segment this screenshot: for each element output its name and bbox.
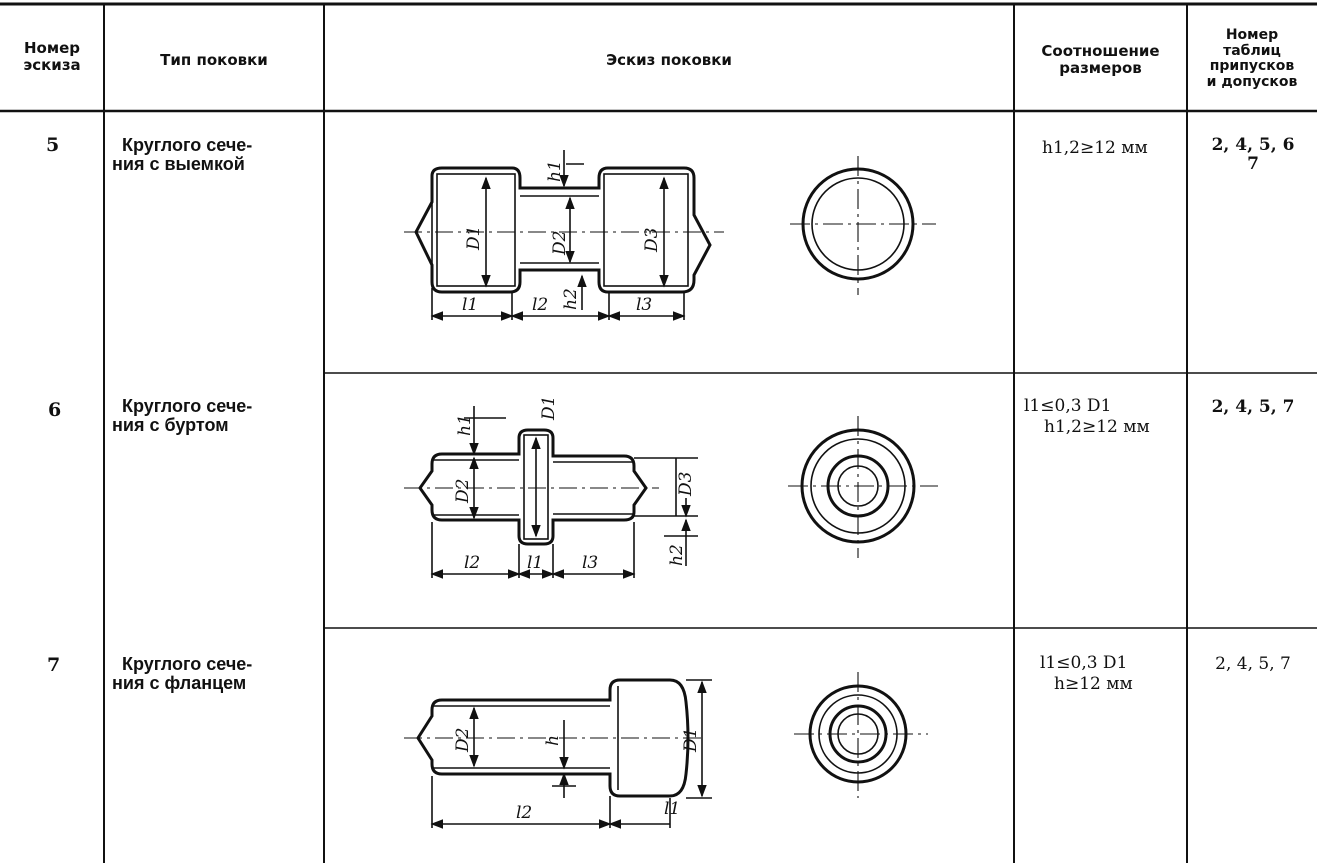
header-line: эскиза bbox=[23, 55, 81, 74]
header-line: Соотношение bbox=[1041, 42, 1160, 60]
header-line: Номер bbox=[23, 39, 81, 57]
size-ratio: l1≤0,3 D1 h≥12 мм bbox=[1040, 653, 1133, 696]
header-tables: Номер таблиц припусков и допусков bbox=[1187, 27, 1317, 91]
header-sketch: Эскиз поковки bbox=[606, 51, 732, 69]
sketch-forging-recess: D1 D2 D3 h1 h2 l1 l2 l3 bbox=[404, 150, 936, 321]
dim-label-l1: l1 bbox=[527, 553, 543, 573]
size-ratio: l1≤0,3 D1 h1,2≥12 мм bbox=[1024, 396, 1150, 439]
row-number: 6 bbox=[48, 399, 62, 421]
dim-label-l2: l2 bbox=[464, 553, 480, 573]
forging-outline bbox=[418, 428, 648, 546]
header-forging-type: Тип поковки bbox=[160, 51, 268, 69]
ratio-line: h≥12 мм bbox=[1054, 674, 1133, 695]
ratio-line: h1,2≥12 мм bbox=[1044, 417, 1150, 438]
header-line: таблиц bbox=[1223, 42, 1281, 59]
dim-label-d1: D1 bbox=[539, 396, 559, 421]
dim-label-l1: l1 bbox=[462, 295, 478, 315]
header-line: Номер bbox=[1225, 27, 1279, 43]
header-line: и допусков bbox=[1206, 74, 1298, 91]
tables-list: 2, 4, 5, 7 bbox=[1189, 655, 1317, 674]
tables-line: 2, 4, 5, 7 bbox=[1215, 654, 1291, 674]
dim-label-h2: h2 bbox=[561, 288, 581, 310]
header-line: припусков bbox=[1209, 58, 1295, 75]
row-number: 5 bbox=[46, 134, 60, 156]
forging-type: Круглого сече- ния с выемкой bbox=[112, 135, 253, 175]
sketch-forging-collar: h1 D1 D2 D3 h2 l2 l1 l3 bbox=[404, 396, 938, 579]
type-line: ния с буртом bbox=[112, 415, 229, 436]
dim-label-l3: l3 bbox=[582, 553, 598, 573]
dim-label-d2: D2 bbox=[550, 231, 570, 256]
forging-outline bbox=[414, 166, 712, 294]
dim-label-d2: D2 bbox=[453, 728, 473, 753]
forging-outline bbox=[416, 678, 690, 798]
ratio-line: h1,2≥12 мм bbox=[1042, 138, 1148, 158]
dim-label-d2: D2 bbox=[453, 479, 473, 504]
row-number: 7 bbox=[47, 654, 61, 676]
tables-line: 2, 4, 5, 6 bbox=[1211, 135, 1295, 155]
dim-label-l2: l2 bbox=[516, 803, 532, 823]
type-line: ния с выемкой bbox=[112, 154, 245, 175]
dim-label-h1: h1 bbox=[545, 160, 565, 182]
type-line: ния с фланцем bbox=[112, 673, 247, 694]
dim-label-l1: l1 bbox=[664, 799, 680, 819]
header-line: размеров bbox=[1059, 58, 1142, 77]
type-line: Круглого сече- bbox=[122, 396, 253, 416]
dim-label-d3: D3 bbox=[676, 472, 696, 497]
dim-label-l2: l2 bbox=[532, 295, 548, 315]
forging-type: Круглого сече- ния с фланцем bbox=[112, 654, 253, 694]
forging-type: Круглого сече- ния с буртом bbox=[112, 396, 253, 436]
ratio-line: l1≤0,3 D1 bbox=[1024, 396, 1112, 416]
dim-label-d1: D1 bbox=[464, 226, 484, 251]
type-line: Круглого сече- bbox=[122, 135, 253, 155]
type-line: Круглого сече- bbox=[122, 654, 253, 674]
header-ratio: Соотношение размеров bbox=[1014, 43, 1187, 77]
ratio-line: l1≤0,3 D1 bbox=[1040, 653, 1128, 673]
tables-line: 2, 4, 5, 7 bbox=[1211, 397, 1295, 417]
dim-label-h2: h2 bbox=[667, 544, 687, 566]
dim-label-h1: h1 bbox=[455, 414, 475, 436]
tables-list: 2, 4, 5, 7 bbox=[1189, 398, 1317, 417]
tables-list: 2, 4, 5, 6 7 bbox=[1189, 136, 1317, 173]
tables-line: 7 bbox=[1247, 153, 1259, 174]
header-sketch-number: Номер эскиза bbox=[2, 40, 102, 74]
dim-label-h: h bbox=[543, 735, 563, 746]
size-ratio: h1,2≥12 мм bbox=[1042, 138, 1148, 159]
dim-label-d1: D1 bbox=[681, 728, 701, 753]
dim-label-l3: l3 bbox=[636, 295, 652, 315]
dim-label-d3: D3 bbox=[642, 228, 662, 253]
sketch-forging-flange: D2 h D1 l2 l1 bbox=[404, 672, 928, 829]
